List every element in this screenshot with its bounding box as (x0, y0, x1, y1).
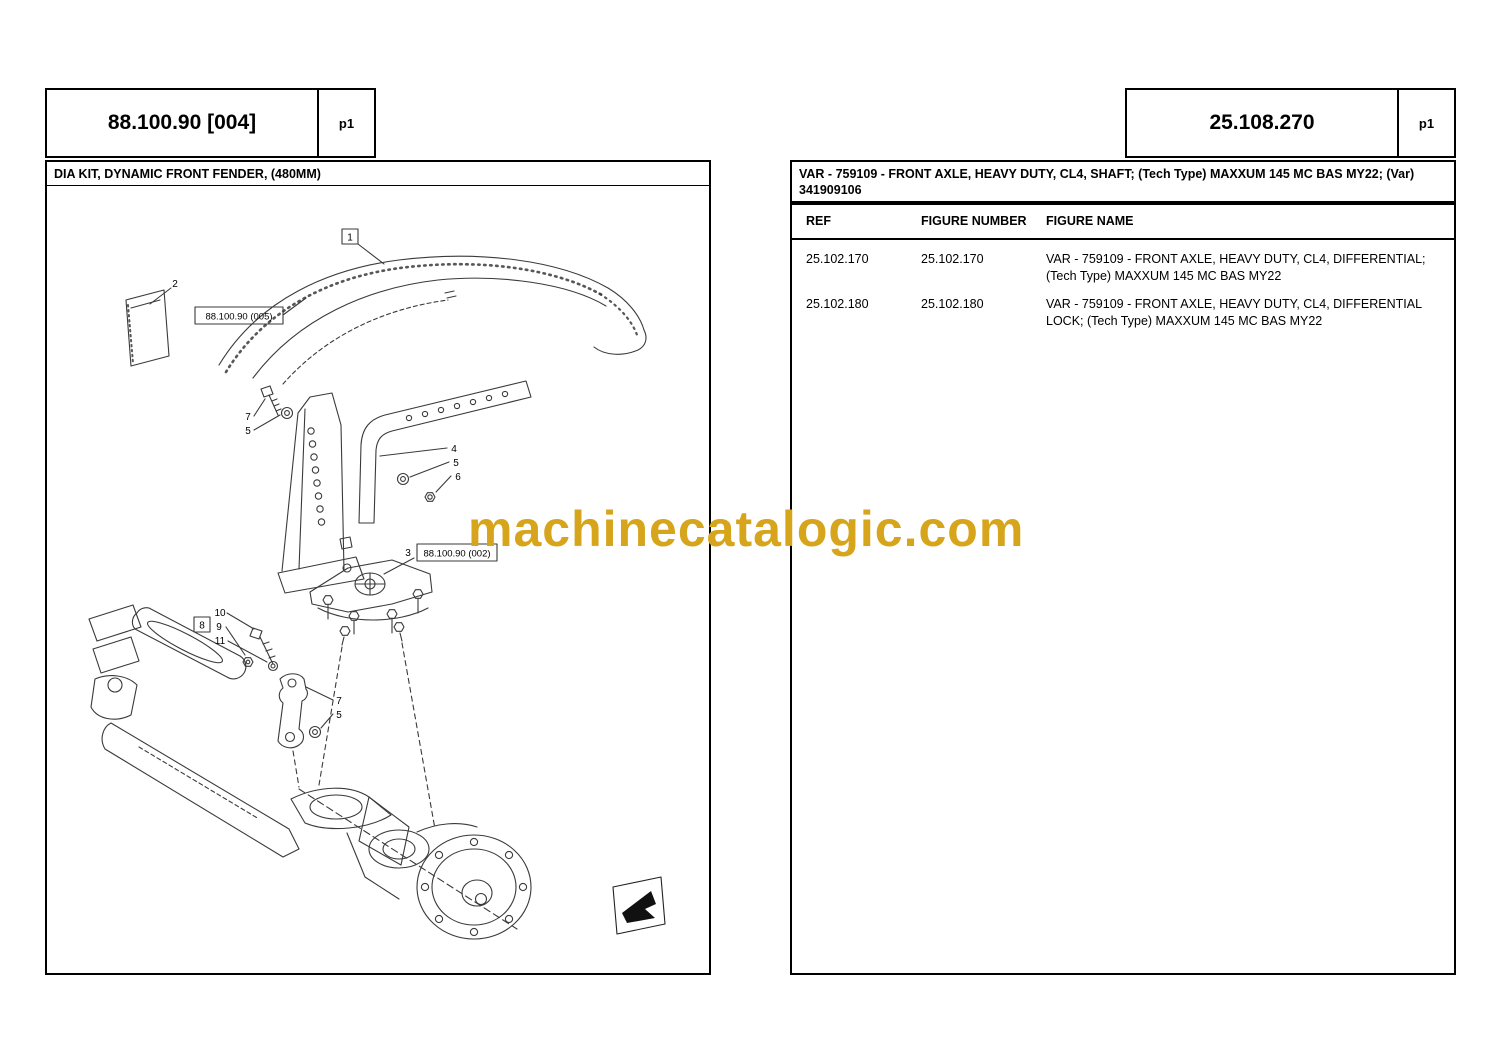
fender-drawing (218, 255, 647, 385)
left-doc-number: 88.100.90 [004] (47, 90, 319, 156)
callout-4: 4 (451, 444, 457, 455)
right-doc-number: 25.108.270 (1127, 90, 1399, 156)
table-row: 25.102.170 25.102.170 VAR - 759109 - FRO… (806, 240, 1442, 285)
cell-figure-name: VAR - 759109 - FRONT AXLE, HEAVY DUTY, C… (1046, 252, 1426, 283)
callout-7-lower: 7 (336, 696, 342, 707)
callout-5: 5 (453, 458, 459, 469)
header-figure-name: FIGURE NAME (1046, 214, 1134, 228)
support-arm-drawing (358, 380, 532, 524)
link-bracket-drawing (277, 673, 322, 788)
callout-leaders (149, 243, 452, 729)
header-ref: REF (806, 214, 831, 228)
fender-plate-part (125, 289, 170, 367)
callout-8: 8 (199, 621, 205, 632)
left-doc-header: 88.100.90 [004] p1 (45, 88, 376, 158)
mount-plate-drawing (309, 559, 436, 830)
table-header-row: REF FIGURE NUMBER FIGURE NAME (806, 214, 1442, 238)
callout-11: 11 (215, 636, 226, 647)
ref-label-002: 88.100.90 (002) (423, 549, 490, 560)
page-arrow-icon (612, 876, 666, 935)
fender-diagram-box: 1 2 3 4 5 6 7 5 8 10 9 11 7 5 88.100.90 … (45, 186, 711, 975)
left-title-bar: DIA KIT, DYNAMIC FRONT FENDER, (480MM) (45, 160, 711, 187)
fender-diagram: 1 2 3 4 5 6 7 5 8 10 9 11 7 5 88.100.90 … (88, 228, 666, 940)
table-row: 25.102.180 25.102.180 VAR - 759109 - FRO… (806, 285, 1442, 330)
left-page-label: p1 (338, 115, 355, 131)
cell-figure-number: 25.102.170 (921, 252, 984, 266)
lower-fastener-details (242, 627, 279, 672)
callout-8-box (193, 616, 211, 633)
callout-1: 1 (347, 233, 353, 244)
fastener-details (260, 385, 436, 502)
header-figure-number: FIGURE NUMBER (921, 214, 1027, 228)
callout-5-lower: 5 (336, 710, 342, 721)
ref-label-002-box (416, 543, 498, 562)
right-title-bar: VAR - 759109 - FRONT AXLE, HEAVY DUTY, C… (790, 160, 1456, 203)
callout-1-box (341, 228, 359, 245)
bracket-drawing (277, 392, 365, 594)
callout-6: 6 (455, 472, 461, 483)
ref-label-005: 88.100.90 (005) (205, 312, 272, 323)
callout-5-upper: 5 (245, 426, 251, 437)
table-header-rule (792, 238, 1454, 240)
callout-2: 2 (172, 279, 178, 290)
callout-3: 3 (405, 548, 411, 559)
right-page-label: p1 (1418, 115, 1435, 131)
cell-ref: 25.102.180 (806, 297, 869, 311)
figure-table: REF FIGURE NUMBER FIGURE NAME 25.102.170… (790, 203, 1456, 975)
cell-figure-number: 25.102.180 (921, 297, 984, 311)
callout-7: 7 (245, 412, 251, 423)
cell-ref: 25.102.170 (806, 252, 869, 266)
callout-9: 9 (216, 622, 222, 633)
cell-figure-name: VAR - 759109 - FRONT AXLE, HEAVY DUTY, C… (1046, 297, 1422, 328)
ref-label-005-box (194, 306, 284, 325)
axle-assembly-drawing (88, 604, 532, 940)
callout-10: 10 (214, 608, 226, 619)
right-doc-header: 25.108.270 p1 (1125, 88, 1456, 158)
